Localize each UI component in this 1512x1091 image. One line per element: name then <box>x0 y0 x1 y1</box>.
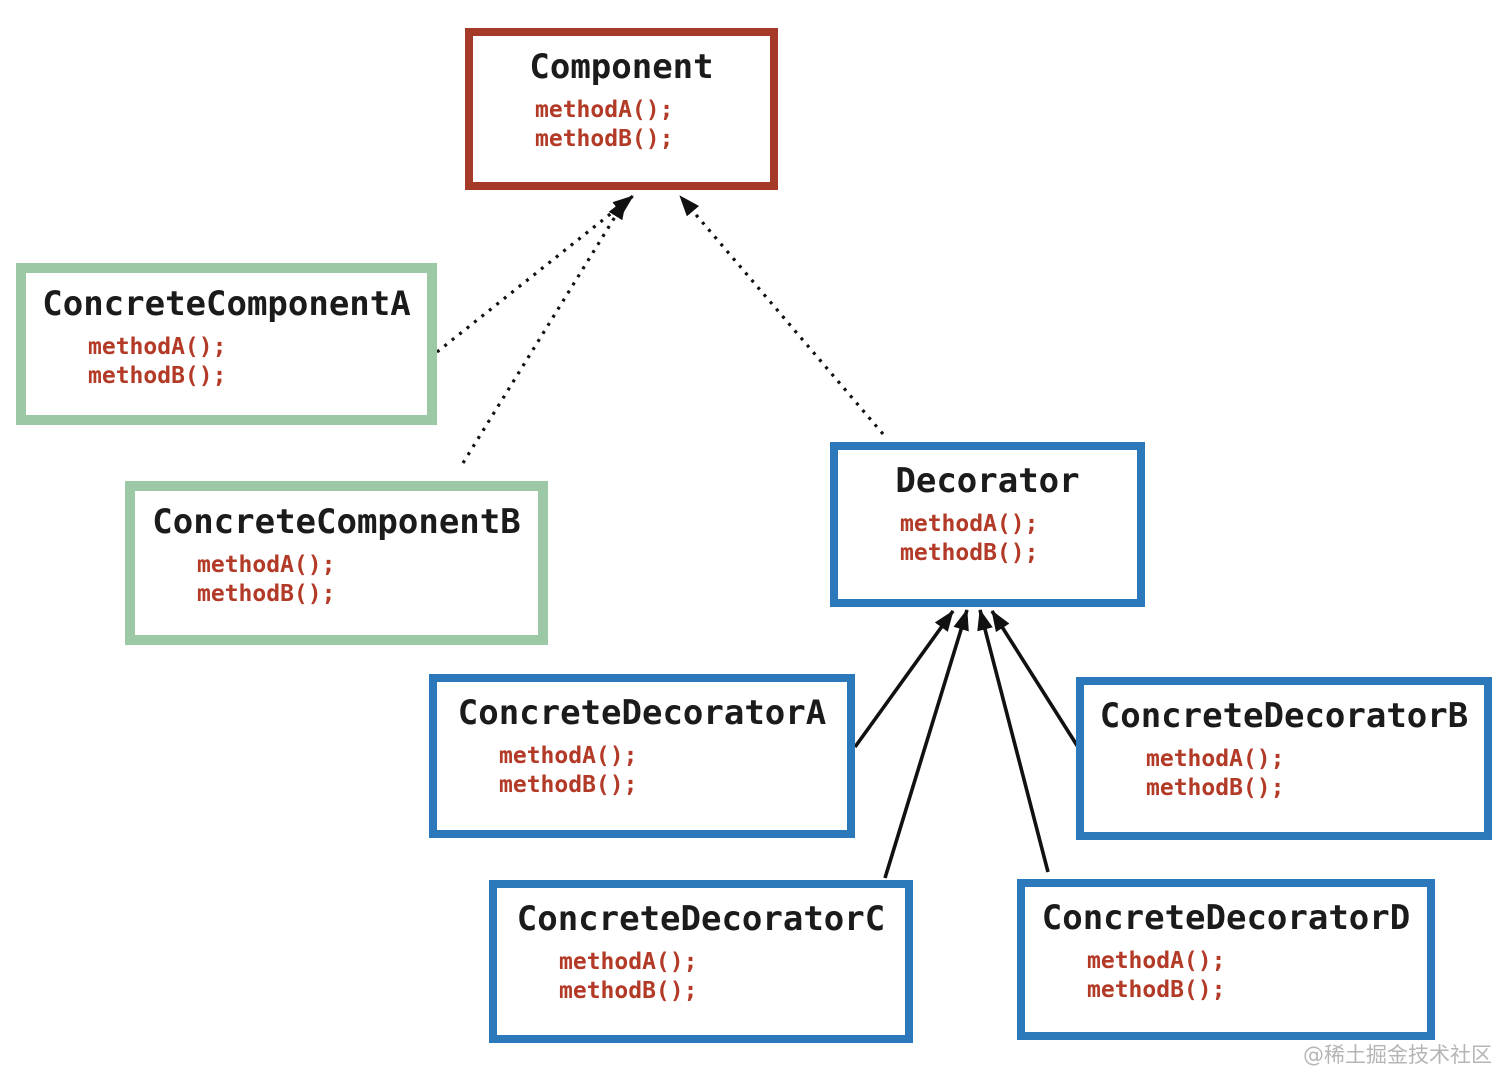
inheritance-arrow-solid <box>990 610 1080 748</box>
class-methods: methodA(); methodB(); <box>838 502 1137 568</box>
class-methods: methodA(); methodB(); <box>497 940 905 1006</box>
class-methods: methodA(); methodB(); <box>437 734 847 800</box>
method-line: methodA(); <box>88 334 227 360</box>
method-line: methodB(); <box>197 581 336 607</box>
class-methods: methodA(); methodB(); <box>135 543 538 609</box>
class-title: Component <box>529 47 714 87</box>
class-box-concrete-decorator-b: ConcreteDecoratorB methodA(); methodB(); <box>1076 677 1492 840</box>
class-box-component: Component methodA(); methodB(); <box>465 28 778 190</box>
method-line: methodA(); <box>499 743 638 769</box>
class-methods: methodA(); methodB(); <box>1084 737 1484 803</box>
inheritance-arrow-solid <box>977 609 1050 873</box>
watermark: @稀土掘金技术社区 <box>1303 1043 1492 1067</box>
class-title: ConcreteDecoratorA <box>457 693 827 733</box>
method-line: methodA(); <box>900 511 1039 537</box>
class-box-decorator: Decorator methodA(); methodB(); <box>830 442 1145 607</box>
class-box-concrete-component-b: ConcreteComponentB methodA(); methodB(); <box>125 481 548 645</box>
class-title: Decorator <box>895 461 1080 501</box>
method-line: methodA(); <box>1146 746 1285 772</box>
class-title: ConcreteComponentA <box>42 284 411 324</box>
inheritance-arrow-dotted <box>678 194 885 436</box>
method-line: methodA(); <box>1087 948 1226 974</box>
method-line: methodA(); <box>535 97 674 123</box>
method-line: methodB(); <box>499 772 638 798</box>
inheritance-arrow-dotted <box>436 194 634 354</box>
class-box-concrete-decorator-c: ConcreteDecoratorC methodA(); methodB(); <box>489 880 913 1043</box>
inheritance-arrow-dotted <box>461 198 628 464</box>
class-box-concrete-component-a: ConcreteComponentA methodA(); methodB(); <box>16 263 437 425</box>
method-line: methodA(); <box>197 552 336 578</box>
class-methods: methodA(); methodB(); <box>26 325 427 391</box>
method-line: methodA(); <box>559 949 698 975</box>
method-line: methodB(); <box>1087 977 1226 1003</box>
class-title: ConcreteComponentB <box>152 502 521 542</box>
method-line: methodB(); <box>900 540 1039 566</box>
class-box-concrete-decorator-a: ConcreteDecoratorA methodA(); methodB(); <box>429 674 855 838</box>
class-title: ConcreteDecoratorC <box>516 899 886 939</box>
method-line: methodB(); <box>88 363 227 389</box>
method-line: methodB(); <box>535 126 674 152</box>
method-line: methodB(); <box>559 978 698 1004</box>
inheritance-arrow-solid <box>853 609 955 749</box>
class-title: ConcreteDecoratorD <box>1041 898 1411 938</box>
class-methods: methodA(); methodB(); <box>473 88 770 154</box>
inheritance-arrow-solid <box>883 609 969 879</box>
class-box-concrete-decorator-d: ConcreteDecoratorD methodA(); methodB(); <box>1017 879 1435 1040</box>
class-methods: methodA(); methodB(); <box>1025 939 1427 1005</box>
method-line: methodB(); <box>1146 775 1285 801</box>
class-title: ConcreteDecoratorB <box>1099 696 1469 736</box>
